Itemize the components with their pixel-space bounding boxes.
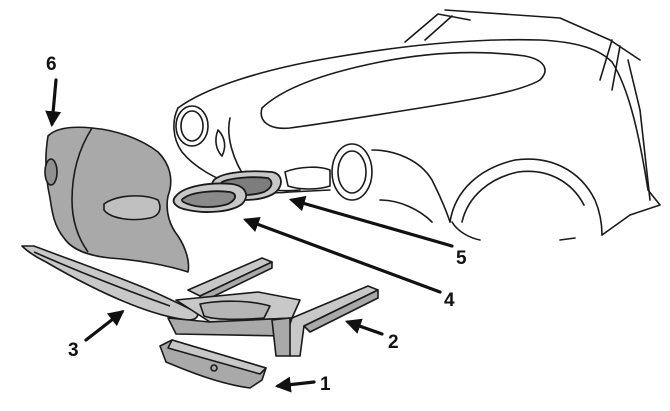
arrow-5 xyxy=(288,195,454,248)
callout-5: 5 xyxy=(456,248,467,269)
callout-arrows xyxy=(45,78,454,393)
left-headlight xyxy=(175,105,209,147)
tray-recess xyxy=(199,300,271,321)
upper-rail xyxy=(187,257,273,297)
nose-panel-headlight-hole xyxy=(44,158,58,186)
part-6-nose-panel xyxy=(44,126,190,273)
bottom-panel-top xyxy=(167,339,267,375)
right-grille xyxy=(284,166,331,190)
callout-4: 4 xyxy=(444,290,455,311)
arrow-2 xyxy=(344,318,384,336)
arrow-3 xyxy=(84,310,125,342)
part-2-inner-panel xyxy=(167,257,379,357)
nose-vent xyxy=(215,129,226,157)
side-rail-down xyxy=(271,317,291,357)
windshield-outline xyxy=(404,9,641,61)
a-pillar xyxy=(599,39,621,91)
part-4-headlight-bezel xyxy=(172,182,247,213)
lower-front-edge xyxy=(451,221,576,241)
door-line xyxy=(627,59,651,201)
side-rail-face xyxy=(303,289,379,333)
body-side-line xyxy=(601,61,661,236)
hood-bulge xyxy=(260,51,546,130)
callout-3: 3 xyxy=(68,340,79,361)
arrow-6 xyxy=(45,78,62,128)
bottom-panel-hole xyxy=(210,364,218,372)
arrow-1 xyxy=(274,376,316,393)
nose-panel-seam xyxy=(71,127,93,253)
right-headlight xyxy=(331,143,373,201)
nose-panel-vent-recess xyxy=(103,195,161,221)
bezel-inner xyxy=(181,190,236,208)
fender-outline xyxy=(371,149,451,223)
wheel-arch xyxy=(449,158,603,236)
callout-6: 6 xyxy=(46,54,57,75)
callout-1: 1 xyxy=(320,374,331,395)
wheel-arch-inner xyxy=(461,170,585,223)
callout-2: 2 xyxy=(388,332,399,353)
part-1-bottom-panel xyxy=(159,339,267,389)
car-body xyxy=(173,9,661,241)
arrow-4 xyxy=(242,216,442,294)
valance-edge xyxy=(33,251,171,307)
callout-labels: 6 5 4 3 2 1 xyxy=(46,54,467,395)
right-headlight-ring xyxy=(337,150,367,194)
hood-outline xyxy=(177,38,613,109)
left-headlight-ring xyxy=(180,110,204,142)
